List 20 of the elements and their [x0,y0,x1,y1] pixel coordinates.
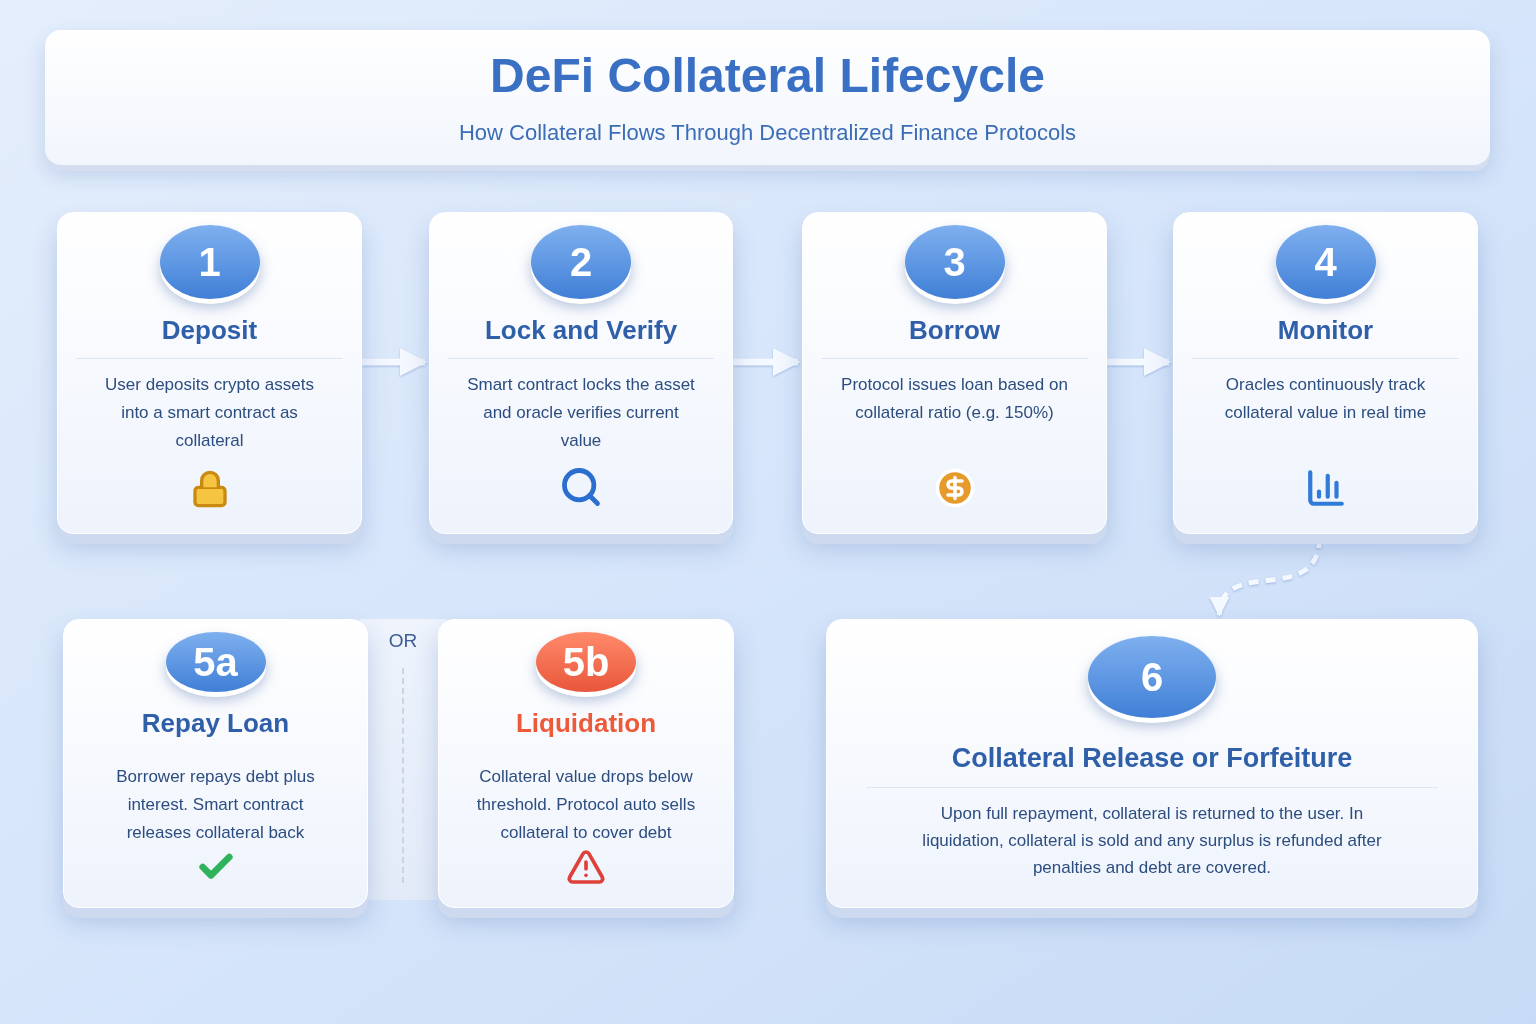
step-description: Collateral value drops below threshold. Protocol auto sells collateral to cover debt [475,766,697,844]
step-title: Repay Loan [141,707,290,740]
step-title: Monitor [1277,314,1374,347]
diagram-subtitle: How Collateral Flows Through Decentralized Finance Protocols [458,119,1077,147]
step-description: Protocol issues loan based on collateral ratio (e.g. 150%) [840,374,1069,424]
diagram-title: DeFi Collateral Lifecycle [490,48,1045,104]
step-title: Liquidation [515,707,657,740]
step-title: Lock and Verify [484,314,678,347]
arrow [733,348,801,376]
step-description: Borrower repays debt plus interest. Smart contract releases collateral back [115,766,316,844]
step-description: Upon full repayment, collateral is returned to the user. In liquidation, collateral is sold and any surplus is refunded after penalties and debt are covered. [921,802,1383,879]
step-description: Oracles continuously track collateral value in real time [1223,374,1428,424]
arrow [1107,348,1172,376]
or-label: OR [388,629,418,653]
step-title: Borrow [909,314,1000,347]
step-title: Deposit [161,314,258,347]
step-description: User deposits crypto assets into a smart contract as collateral [104,374,315,452]
step-title: Collateral Release or Forfeiture [951,742,1353,775]
step-description: Smart contract locks the asset and oracle verifies current value [466,374,696,452]
arrow [362,348,428,376]
